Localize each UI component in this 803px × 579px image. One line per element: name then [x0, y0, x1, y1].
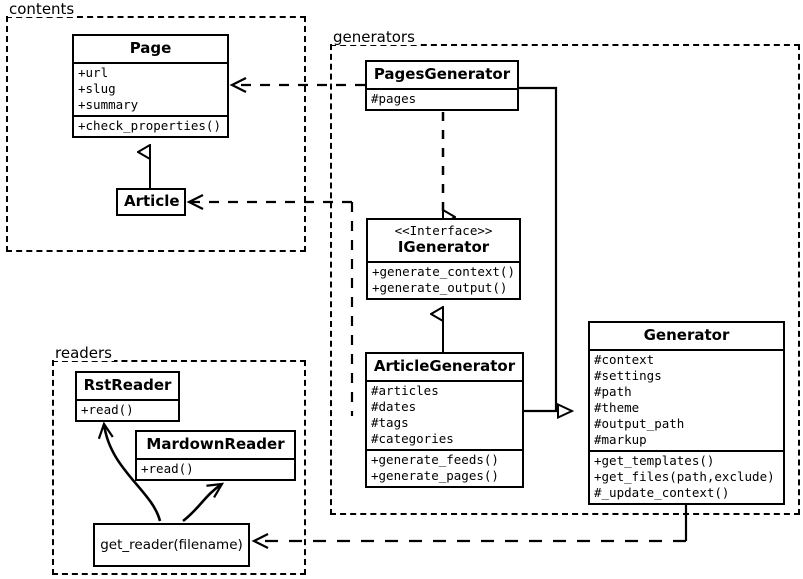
attribute: #path: [594, 384, 632, 399]
attribute: +url: [78, 65, 109, 80]
class-methods-page: +check_properties(): [74, 115, 227, 136]
class-box-page[interactable]: Page +url +slug +summary +check_properti…: [72, 34, 229, 138]
class-title-rstreader: RstReader: [83, 376, 172, 394]
method: +check_properties(): [78, 118, 221, 133]
class-box-articlegenerator[interactable]: ArticleGenerator #articles #dates #tags …: [365, 352, 524, 488]
attribute: #dates: [371, 399, 417, 414]
method: +get_templates(): [594, 453, 715, 468]
class-box-article[interactable]: Article: [116, 188, 186, 216]
class-title-generator: Generator: [643, 326, 730, 344]
function-box-get-reader[interactable]: get_reader(filename): [93, 523, 250, 567]
attribute: #pages: [371, 91, 417, 106]
method: +get_files(path,exclude): [594, 469, 775, 484]
class-title-pagesgenerator: PagesGenerator: [373, 65, 511, 83]
class-title-page: Page: [129, 39, 172, 57]
class-attributes-articlegenerator: #articles #dates #tags #categories: [367, 380, 522, 449]
class-box-mardownreader[interactable]: MardownReader +read(): [135, 430, 296, 481]
attribute: +summary: [78, 97, 139, 112]
attribute: #markup: [594, 432, 647, 447]
class-box-generator[interactable]: Generator #context #settings #path #them…: [588, 321, 785, 505]
class-title-igenerator: IGenerator: [397, 238, 490, 256]
method: +generate_output(): [372, 280, 508, 295]
attribute: #settings: [594, 368, 662, 383]
contents-package: [6, 16, 306, 252]
method: #_update_context(): [594, 485, 730, 500]
attribute: #context: [594, 352, 655, 367]
class-attributes-generator: #context #settings #path #theme #output_…: [590, 349, 783, 450]
attribute: #articles: [371, 383, 439, 398]
class-methods-articlegenerator: +generate_feeds() +generate_pages(): [367, 449, 522, 486]
readers-package-label: readers: [54, 344, 114, 362]
class-box-pagesgenerator[interactable]: PagesGenerator #pages: [365, 60, 519, 111]
class-box-igenerator[interactable]: <<Interface>> IGenerator +generate_conte…: [366, 218, 521, 300]
attribute: #output_path: [594, 416, 685, 431]
class-stereotype-igenerator: <<Interface>>: [394, 223, 493, 238]
class-methods-rstreader: +read(): [77, 399, 178, 420]
attribute: #categories: [371, 431, 454, 446]
attribute: +slug: [78, 81, 116, 96]
generators-package-label: generators: [332, 28, 417, 46]
method: +read(): [141, 461, 194, 476]
class-title-articlegenerator: ArticleGenerator: [373, 357, 516, 375]
class-box-rstreader[interactable]: RstReader +read(): [75, 371, 180, 422]
class-methods-mardownreader: +read(): [137, 458, 294, 479]
method: +read(): [81, 402, 134, 417]
method: +generate_pages(): [371, 468, 499, 483]
contents-package-label: contents: [8, 0, 77, 18]
attribute: #theme: [594, 400, 640, 415]
function-label-get-reader: get_reader(filename): [100, 537, 243, 553]
class-attributes-pagesgenerator: #pages: [367, 88, 517, 109]
method: +generate_context(): [372, 264, 515, 279]
class-methods-generator: +get_templates() +get_files(path,exclude…: [590, 450, 783, 503]
attribute: #tags: [371, 415, 409, 430]
class-attributes-page: +url +slug +summary: [74, 62, 227, 115]
readers-package: [52, 360, 306, 575]
class-methods-igenerator: +generate_context() +generate_output(): [368, 261, 519, 298]
class-title-article: Article: [124, 192, 180, 210]
generators-package: [330, 44, 800, 515]
method: +generate_feeds(): [371, 452, 499, 467]
class-title-mardownreader: MardownReader: [146, 435, 285, 453]
